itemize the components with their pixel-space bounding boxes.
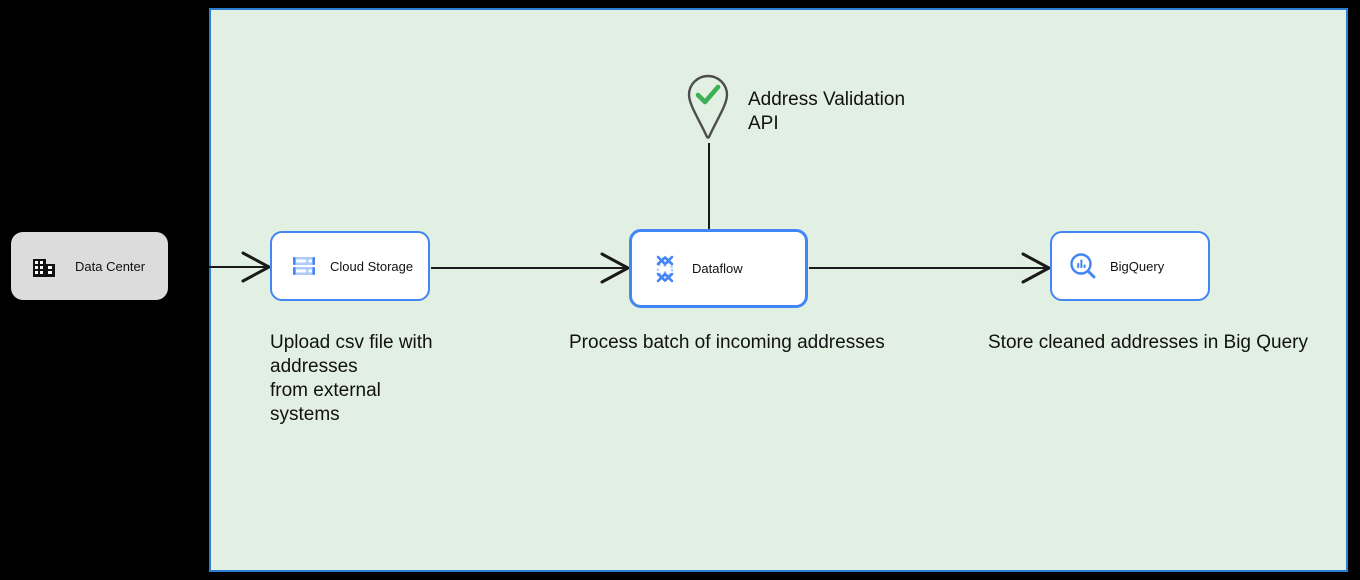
bigquery-icon bbox=[1068, 251, 1098, 281]
node-cloud-storage[interactable]: Cloud Storage bbox=[270, 231, 430, 301]
caption-line: systems bbox=[270, 404, 340, 425]
dataflow-icon bbox=[650, 254, 680, 284]
data-center-icon bbox=[31, 253, 57, 279]
label-line-1: Address Validation bbox=[748, 89, 906, 110]
node-label-bigquery: BigQuery bbox=[1110, 258, 1165, 274]
node-address-validation-api[interactable] bbox=[686, 74, 730, 140]
label-address-validation-api: Address Validation API bbox=[748, 88, 978, 136]
node-dataflow[interactable]: Dataflow bbox=[629, 229, 808, 308]
label-line-2: API bbox=[748, 113, 779, 134]
node-label-cloud-storage: Cloud Storage bbox=[330, 258, 414, 274]
map-pin-check-icon bbox=[687, 74, 729, 139]
caption-bigquery: Store cleaned addresses in Big Query bbox=[988, 331, 1348, 355]
caption-line: Upload csv file with bbox=[270, 332, 433, 353]
node-data-center[interactable]: Data Center bbox=[11, 232, 168, 300]
cloud-storage-icon bbox=[290, 252, 318, 280]
node-bigquery[interactable]: BigQuery bbox=[1050, 231, 1210, 301]
caption-line: Process batch of incoming addresses bbox=[569, 332, 885, 353]
node-label-data-center: Data Center bbox=[75, 258, 146, 274]
caption-line: from external bbox=[270, 380, 381, 401]
caption-cloud-storage: Upload csv file with addresses from exte… bbox=[270, 331, 480, 427]
caption-dataflow: Process batch of incoming addresses bbox=[569, 331, 929, 355]
node-label-dataflow: Dataflow bbox=[692, 261, 743, 276]
caption-line: addresses bbox=[270, 356, 358, 377]
caption-line: Store cleaned addresses in Big Query bbox=[988, 332, 1309, 353]
